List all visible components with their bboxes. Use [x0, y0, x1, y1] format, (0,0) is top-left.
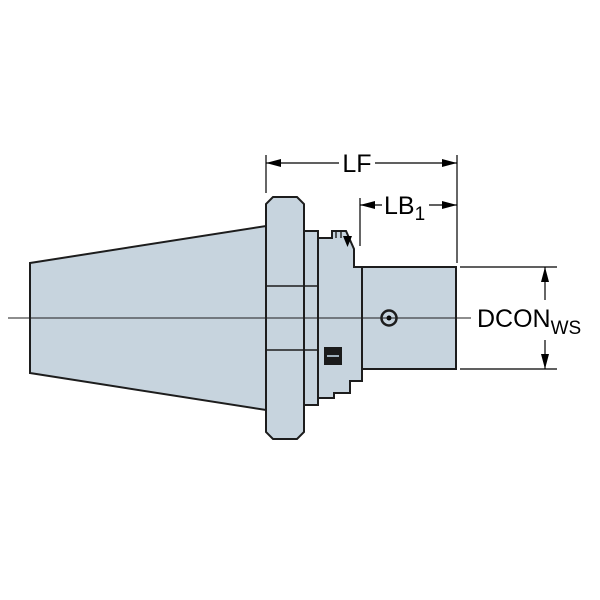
lf-arrow-right-icon — [442, 159, 457, 167]
dcon-arrow-top-icon — [541, 267, 549, 282]
holder-body — [317, 230, 363, 399]
seal-marker-icon — [343, 236, 352, 247]
lb1-label: LB1 — [384, 192, 425, 225]
dcon-label: DCONWS — [477, 305, 581, 339]
lb1-arrow-left-icon — [360, 201, 375, 209]
lb1-arrow-right-icon — [442, 201, 457, 209]
lf-label: LF — [342, 150, 371, 178]
lf-arrow-left-icon — [266, 159, 281, 167]
dcon-arrow-bottom-icon — [541, 354, 549, 369]
